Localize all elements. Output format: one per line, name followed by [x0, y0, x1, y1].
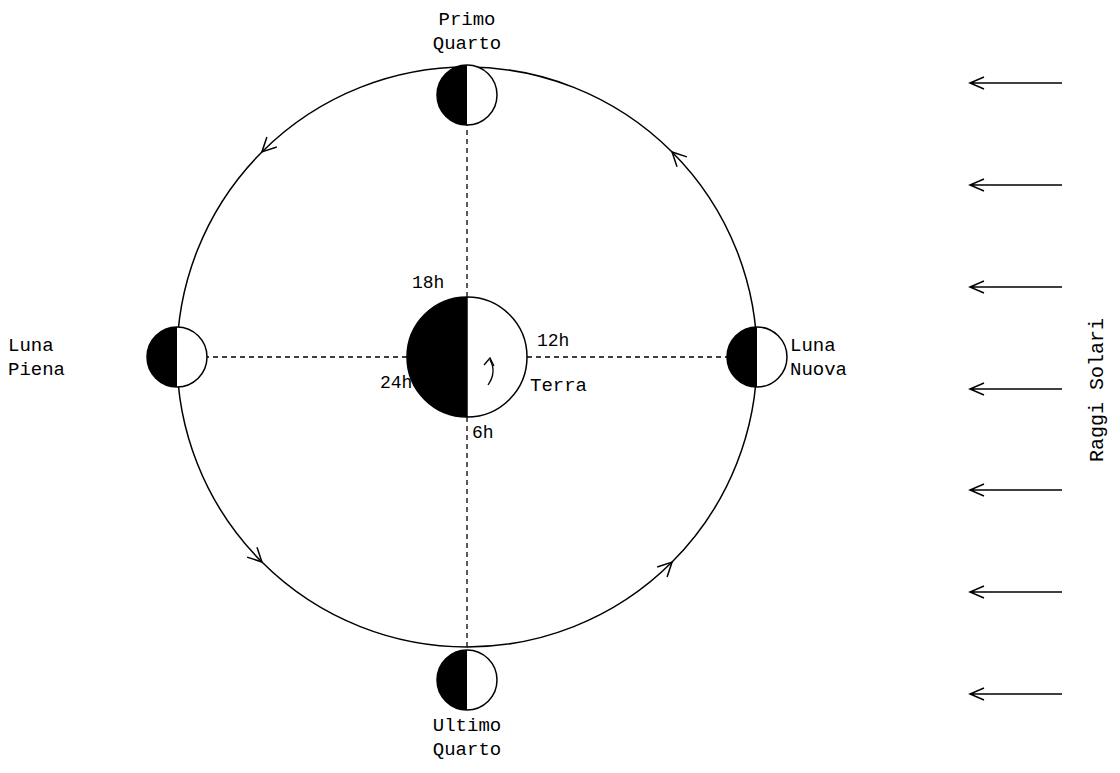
phase-label: Luna Piena [8, 334, 88, 382]
hour-label: 24h [380, 372, 412, 394]
orbit [177, 67, 757, 647]
orbit-arrowhead [657, 562, 672, 577]
dashed-connector [467, 125, 468, 297]
moon-phase: Primo Quarto [437, 65, 497, 125]
moon-phase: Ultimo Quarto [437, 650, 497, 710]
phase-label: Ultimo Quarto [427, 714, 507, 762]
hour-label: 18h [412, 272, 444, 294]
dashed-connector [207, 357, 407, 358]
earth-figure [407, 297, 527, 417]
moon-figures [147, 65, 787, 710]
moon-phase: Luna Piena [147, 327, 207, 387]
hour-label: 6h [472, 422, 494, 444]
dashed-connector [527, 357, 727, 358]
moon-phase: Luna Nuova [727, 327, 787, 387]
sun-rays [970, 77, 1062, 700]
earth: Terra [407, 297, 527, 417]
dashed-connector [467, 417, 468, 650]
phase-label: Luna Nuova [790, 334, 870, 382]
phase-label: Primo Quarto [427, 8, 507, 56]
orbit-arrowhead [247, 547, 262, 562]
rays-label: Raggi Solari [1087, 318, 1109, 462]
orbit-arrowhead [262, 137, 277, 152]
orbit-arrowhead [672, 152, 687, 167]
hour-label: 12h [537, 330, 569, 352]
phase-label: Terra [530, 374, 610, 398]
